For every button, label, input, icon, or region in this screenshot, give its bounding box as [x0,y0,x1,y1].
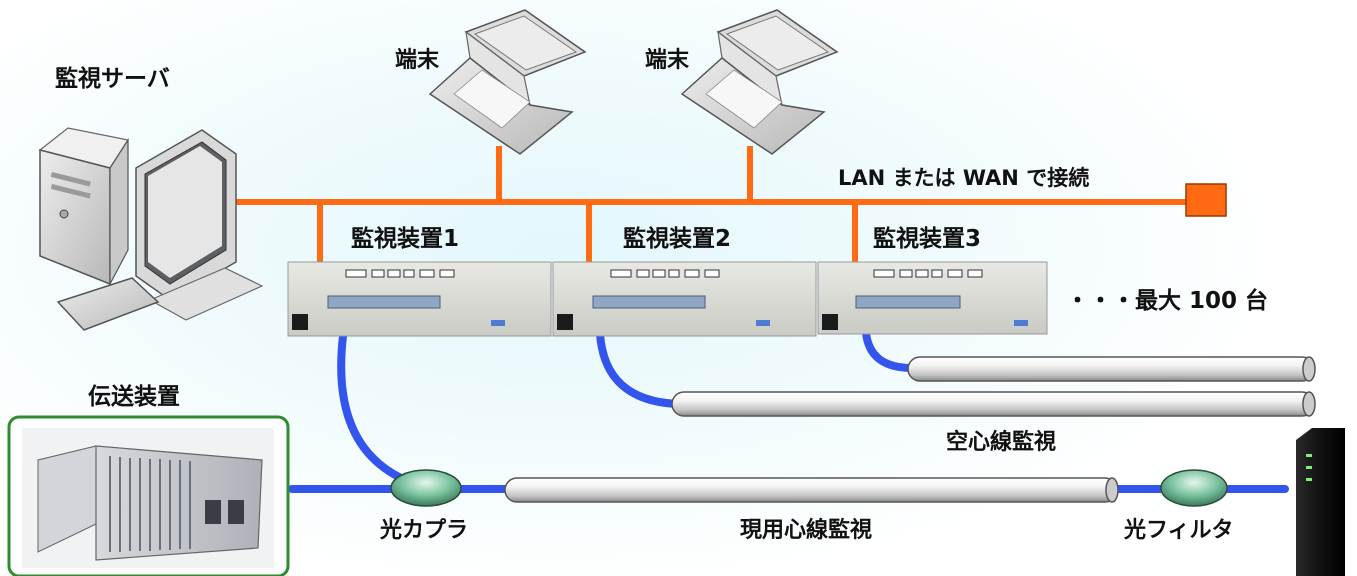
dark-fiber-tube-2 [671,391,1316,417]
monitor-device-2-icon [552,261,817,337]
active-fiber-tube [504,477,1119,503]
dark-fiber-tube-3 [907,356,1316,382]
optical-coupler-label: 光カプラ [380,518,469,543]
terminal-1-label: 端末 [395,48,440,73]
optical-coupler-icon [390,469,462,507]
monitor-device-1-label: 監視装置1 [351,226,460,252]
monitor-device-1-icon [287,261,552,337]
transmission-equipment-label: 伝送装置 [88,384,180,410]
monitor-device-2-label: 監視装置2 [623,226,732,252]
optical-filter-label: 光フィルタ [1124,518,1234,543]
monitoring-server-icon [38,127,264,331]
terminal-2-label: 端末 [645,48,690,73]
terminal-2-laptop-icon [680,9,839,155]
transmission-equipment-icon [7,415,290,576]
active-fiber-monitoring-label: 現用心線監視 [740,518,873,543]
terminal-1-laptop-icon [428,9,587,155]
network-label: LAN または WAN で接続 [838,166,1090,190]
dark-fiber-monitoring-label: 空心線監視 [946,430,1057,455]
monitor-device-3-icon [817,261,1048,335]
monitoring-server-label: 監視サーバ [55,66,170,92]
max-units-label: ・・・最大 100 台 [1066,288,1269,314]
optical-filter-icon [1160,469,1228,507]
monitor-device-3-label: 監視装置3 [873,226,982,252]
ont-device-icon [1296,428,1345,576]
network-terminator [1185,183,1227,217]
network-bus [225,146,1227,262]
